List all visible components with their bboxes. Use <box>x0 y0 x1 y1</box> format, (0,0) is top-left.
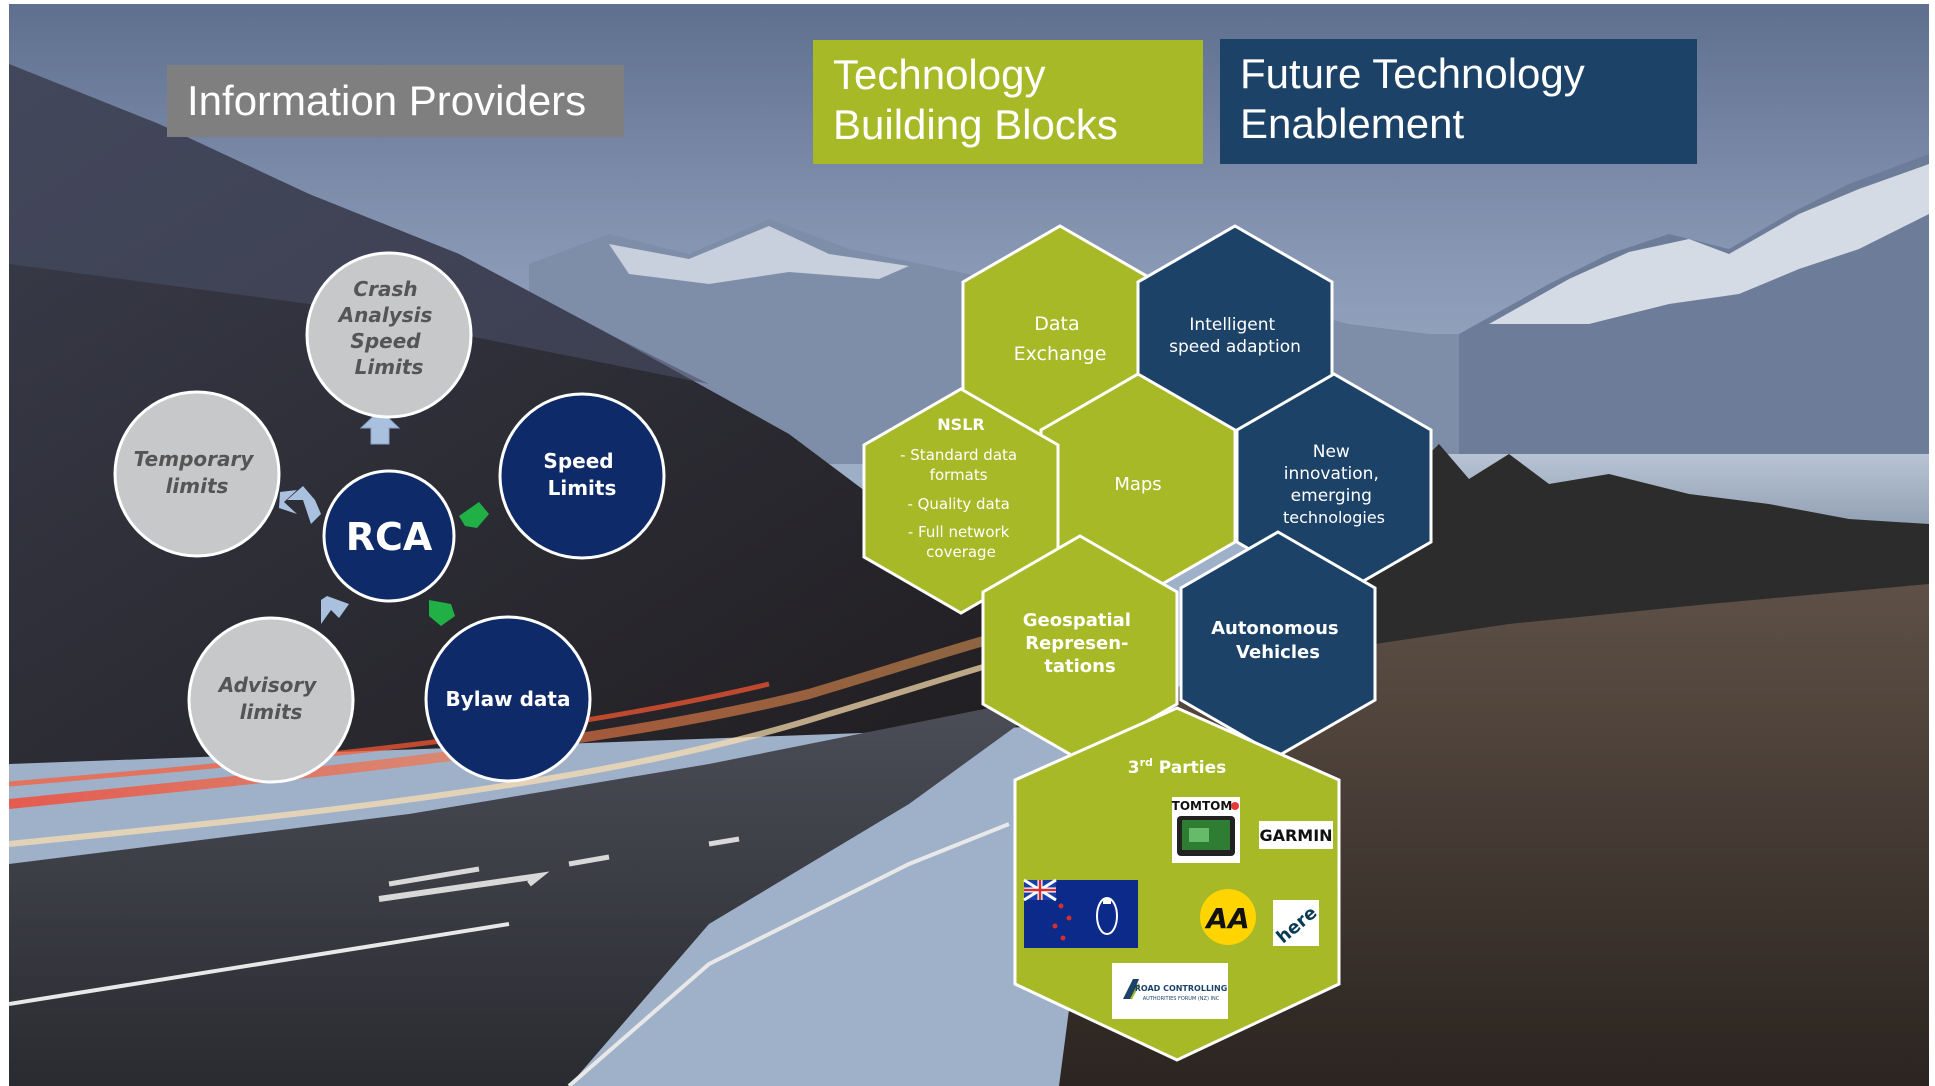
slide: Information Providers Technology Buildin… <box>9 4 1929 1086</box>
aa-logo: AA <box>1200 889 1256 945</box>
label-line: limits <box>240 700 303 724</box>
crash-analysis-label: Crash Analysis Speed Limits <box>337 277 440 379</box>
crash-analysis-circle <box>305 251 473 419</box>
future-technology-header: Future Technology Enablement <box>1220 39 1697 164</box>
arrow-down-left-icon <box>321 596 349 624</box>
maps-label: Maps <box>1114 474 1161 495</box>
label-line: Speed <box>543 449 613 473</box>
bullet-line: coverage <box>926 543 996 561</box>
temporary-limits-label: Temporary limits <box>134 447 261 498</box>
bullet-line: formats <box>930 466 988 484</box>
label-line: innovation, <box>1284 464 1379 484</box>
rca-cycle: Crash Analysis Speed Limits Temporary li… <box>113 251 666 784</box>
label-line: Crash <box>353 277 417 301</box>
intelligent-speed-label: Intelligent speed adaption <box>1169 315 1301 357</box>
rca-center-label: RCA <box>346 515 433 559</box>
bylaw-data-circle <box>424 615 592 783</box>
third-parties-base: 3 <box>1128 758 1140 778</box>
third-parties-sup: rd <box>1140 756 1153 769</box>
technology-building-blocks-header: Technology Building Blocks <box>813 40 1203 164</box>
aa-logo-text: AA <box>1204 902 1249 935</box>
bullet-line: - Standard data <box>900 446 1017 464</box>
bylaw-data-label: Bylaw data <box>446 687 571 711</box>
label-line: Autonomous <box>1211 618 1339 639</box>
nslr-title: NSLR <box>937 415 984 434</box>
label-line: Geospatial <box>1023 610 1131 631</box>
label-line: Exchange <box>1014 343 1107 365</box>
tomtom-logo: TOMTOM <box>1172 797 1240 863</box>
rca-forum-logo-line2: AUTHORITIES FORUM (NZ) INC <box>1143 996 1220 1002</box>
information-providers-label: Information Providers <box>187 76 587 124</box>
header-line: Enablement <box>1240 100 1465 148</box>
label-line: Advisory <box>217 673 318 697</box>
label-line: Limits <box>355 355 424 379</box>
geospatial-label: Geospatial Represen- tations <box>1023 610 1137 677</box>
hex-nslr <box>862 387 1060 615</box>
label-line: tations <box>1044 656 1115 677</box>
garmin-logo: GARMIN <box>1259 821 1333 849</box>
label-line: technologies <box>1283 508 1385 527</box>
diagram: Crash Analysis Speed Limits Temporary li… <box>113 224 1433 1062</box>
third-parties-label: 3rd Parties <box>1128 756 1227 778</box>
here-logo: here <box>1273 900 1321 948</box>
rca-forum-logo-line1: ROAD CONTROLLING <box>1135 984 1228 993</box>
hexagon-cluster: Data Exchange Intelligent speed adaption… <box>862 224 1433 1062</box>
bullet-line: - Quality data <box>907 495 1009 513</box>
hex-third-parties <box>1013 706 1341 1062</box>
arrow-right-icon <box>459 502 489 528</box>
header-line: Building Blocks <box>833 101 1118 149</box>
autonomous-label: Autonomous Vehicles <box>1211 618 1345 663</box>
header-line: Technology <box>833 51 1046 98</box>
label-line: Speed <box>350 329 421 353</box>
nz-police-flag <box>1023 878 1138 948</box>
arrow-down-right-icon <box>429 600 455 626</box>
label-line: limits <box>166 474 229 498</box>
bullet-line: - Full network <box>908 523 1010 541</box>
nslr-bullets: - Standard data formats - Quality data -… <box>900 446 1022 561</box>
label-line: New <box>1313 442 1350 462</box>
information-providers-header: Information Providers <box>167 65 624 137</box>
speed-limits-label: Speed Limits <box>543 449 620 500</box>
speed-limits-circle <box>498 392 666 560</box>
advisory-limits-label: Advisory limits <box>217 673 324 724</box>
garmin-logo-text: GARMIN <box>1259 826 1332 845</box>
arrow-up-icon <box>359 409 401 445</box>
label-line: Intelligent <box>1189 315 1275 335</box>
label-line: Temporary <box>134 447 255 471</box>
header-line: Future Technology <box>1240 50 1585 97</box>
tomtom-logo-text: TOMTOM <box>1172 799 1233 813</box>
label-line: Represen- <box>1025 633 1128 654</box>
data-exchange-label: Data Exchange <box>1014 313 1107 365</box>
label-line: Data <box>1034 313 1079 335</box>
label-line: emerging <box>1291 486 1372 506</box>
temporary-limits-circle <box>113 390 281 558</box>
arrow-up-left-icon <box>279 490 297 514</box>
label-line: Limits <box>548 476 617 500</box>
advisory-limits-circle <box>187 616 355 784</box>
label-line: Analysis <box>337 303 433 327</box>
third-parties-rest: Parties <box>1153 758 1226 778</box>
new-innovation-label: New innovation, emerging technologies <box>1283 442 1385 527</box>
label-line: Bylaw data <box>446 687 571 711</box>
label-line: Vehicles <box>1236 642 1320 663</box>
rca-forum-logo: ROAD CONTROLLING AUTHORITIES FORUM (NZ) … <box>1112 963 1228 1019</box>
label-line: speed adaption <box>1169 337 1301 357</box>
arrow-up-left-icon <box>287 486 321 524</box>
rca-center-circle <box>322 469 456 603</box>
